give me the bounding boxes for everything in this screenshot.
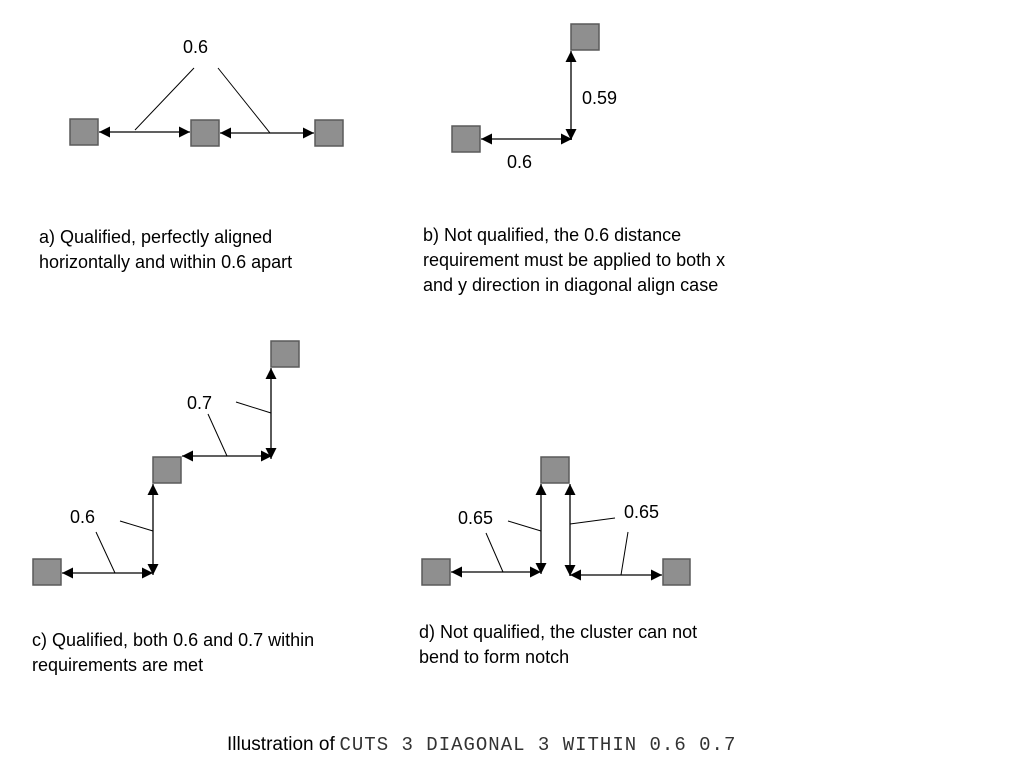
distance-label: 0.65: [624, 502, 659, 522]
leader-line: [95, 531, 116, 574]
distance-label: 0.7: [187, 393, 212, 413]
cut-square: [570, 23, 600, 51]
leader-line: [235, 401, 272, 414]
cut-square: [314, 119, 344, 147]
leader-line: [119, 520, 154, 532]
distance-label: 0.59: [582, 88, 617, 108]
caption-line: b) Not qualified, the 0.6 distance: [423, 225, 682, 245]
leader-line: [134, 67, 195, 131]
caption-line: d) Not qualified, the cluster can not: [419, 622, 698, 642]
title-command: CUTS 3 DIAGONAL 3 WITHIN 0.6 0.7: [339, 734, 737, 756]
cut-square: [421, 558, 451, 586]
caption-line: bend to form notch: [419, 647, 570, 667]
panel-d: 0.65 0.65: [421, 456, 691, 586]
leader-line: [217, 67, 271, 134]
caption-line: requirements are met: [32, 655, 204, 675]
leader-line: [507, 520, 542, 532]
leader-line: [207, 413, 228, 457]
caption-line: and y direction in diagonal align case: [423, 275, 719, 295]
caption-line: requirement must be applied to both x: [423, 250, 726, 270]
caption-d: d) Not qualified, the cluster can not be…: [419, 620, 697, 670]
caption-b: b) Not qualified, the 0.6 distance requi…: [423, 223, 725, 298]
caption-line: c) Qualified, both 0.6 and 0.7 within: [32, 630, 315, 650]
caption-line: a) Qualified, perfectly aligned: [39, 227, 273, 247]
distance-label: 0.6: [70, 507, 95, 527]
cut-square: [662, 558, 691, 586]
figure-title: Illustration of CUTS 3 DIAGONAL 3 WITHIN…: [227, 734, 736, 756]
cut-square: [32, 558, 62, 586]
leader-line: [620, 531, 629, 576]
cut-square: [152, 456, 182, 484]
cut-square: [270, 340, 300, 368]
cut-square: [540, 456, 570, 484]
leader-line: [485, 532, 504, 573]
leader-line: [569, 517, 616, 525]
cut-square: [190, 119, 220, 147]
caption-a: a) Qualified, perfectly aligned horizont…: [39, 225, 292, 275]
distance-label: 0.6: [183, 37, 208, 57]
cut-square: [451, 125, 481, 153]
cut-square: [69, 118, 99, 146]
title-prefix: Illustration of: [227, 734, 335, 755]
caption-line: horizontally and within 0.6 apart: [39, 252, 293, 272]
distance-label: 0.6: [507, 152, 532, 172]
caption-c: c) Qualified, both 0.6 and 0.7 within re…: [32, 628, 314, 678]
panel-c: 0.6 0.7: [32, 340, 300, 586]
distance-label: 0.65: [458, 508, 493, 528]
panel-a: 0.6: [69, 37, 344, 147]
panel-b: 0.59 0.6: [451, 23, 617, 172]
